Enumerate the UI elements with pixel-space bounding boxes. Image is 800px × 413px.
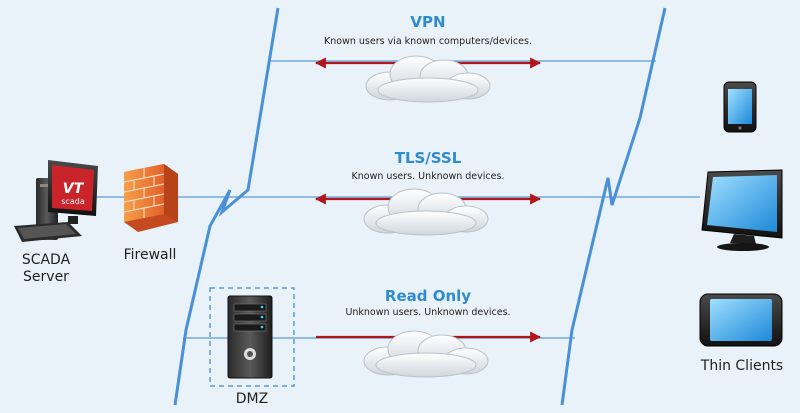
cloud-icon — [363, 330, 489, 378]
vpn-title: VPN — [410, 13, 446, 31]
scada-server-label: SCADA Server — [10, 252, 82, 286]
readonly-description: Unknown users. Unknown devices. — [345, 307, 511, 318]
tls-description: Known users. Unknown devices. — [351, 171, 505, 182]
dmz-server-icon — [227, 295, 273, 379]
monitor-icon — [701, 169, 783, 251]
scada-screen-subtext: scada — [61, 197, 85, 206]
readonly-title: Read Only — [384, 287, 472, 305]
cloud-icon — [365, 55, 491, 103]
left-boundary-bolt — [173, 7, 280, 406]
dmz-zone — [209, 287, 295, 387]
firewall-icon — [123, 164, 178, 232]
scada-server-label-line2: Server — [23, 269, 69, 285]
dmz-label: DMZ — [235, 391, 269, 407]
phone-icon — [723, 81, 757, 133]
scada-screen-logo: VT — [63, 181, 85, 197]
cloud-icon — [363, 188, 489, 236]
scada-server-icon: VT scada — [14, 160, 98, 242]
vpn-description: Known users via known computers/devices. — [324, 36, 532, 47]
tls-title: TLS/SSL — [394, 149, 462, 167]
right-boundary-bolt — [560, 7, 667, 406]
scada-server-label-line1: SCADA — [21, 252, 71, 268]
firewall-label: Firewall — [123, 247, 177, 263]
boundary-bolts — [173, 7, 667, 406]
thin-clients-label: Thin Clients — [700, 358, 784, 374]
tablet-icon — [699, 293, 783, 347]
